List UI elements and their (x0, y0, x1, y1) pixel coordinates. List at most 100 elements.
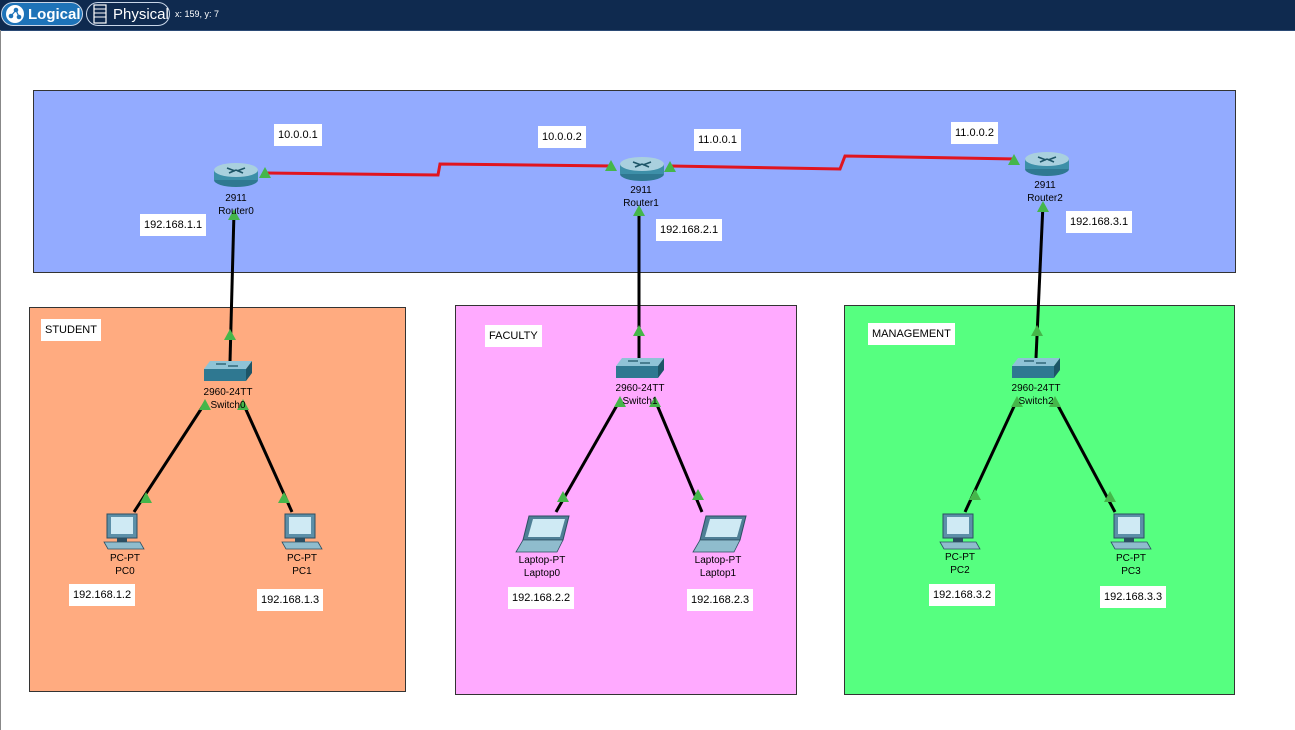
switch-icon (616, 358, 664, 378)
switch-icon (1012, 358, 1060, 378)
pc3-name: PC3 (1121, 566, 1141, 577)
link-up-triangle-icon (228, 209, 240, 220)
ip-note-router2-lan[interactable]: 192.168.3.1 (1066, 211, 1133, 233)
ip-note-pc2[interactable]: 192.168.3.2 (929, 584, 996, 606)
link-up-triangle-icon (633, 325, 645, 336)
router1-model: 2911 (630, 185, 652, 196)
link-up-triangle-icon (237, 399, 249, 410)
router2-name: Router2 (1027, 193, 1063, 204)
router-icon (214, 163, 258, 187)
ip-note-router0-wan[interactable]: 10.0.0.1 (274, 124, 322, 146)
link-up-triangle-icon (1104, 491, 1116, 502)
pc1[interactable] (281, 512, 323, 555)
switch1-model: 2960-24TT (615, 383, 665, 394)
switch0-model: 2960-24TT (203, 387, 253, 398)
ethernet-link-switch1-laptop0 (554, 399, 622, 513)
ip-note-router2-wan[interactable]: 11.0.0.2 (951, 122, 998, 144)
link-up-triangle-icon (224, 329, 236, 340)
ip-note-laptop0[interactable]: 192.168.2.2 (508, 587, 575, 609)
serial-link-router1-router2 (670, 154, 1017, 171)
link-up-triangle-icon (605, 160, 617, 171)
ip-note-router0-lan[interactable]: 192.168.1.1 (140, 214, 207, 236)
ip-note-router1-wan-right[interactable]: 11.0.0.1 (694, 129, 741, 151)
link-up-triangle-icon (664, 161, 676, 172)
link-up-triangle-icon (1011, 396, 1023, 407)
ethernet-link-switch2-pc3 (1053, 399, 1117, 513)
faculty-zone-label[interactable]: FACULTY (485, 325, 542, 347)
router1-name: Router1 (623, 198, 659, 209)
laptop-icon (515, 515, 570, 553)
pc1-model: PC-PT (287, 553, 317, 564)
ip-note-pc1[interactable]: 192.168.1.3 (257, 589, 324, 611)
switch1-name: Switch1 (622, 396, 658, 407)
router2[interactable] (1024, 149, 1070, 182)
link-up-triangle-icon (692, 489, 704, 500)
link-up-triangle-icon (259, 167, 271, 178)
logical-view-label: Logical (28, 5, 81, 23)
link-up-triangle-icon (1008, 154, 1020, 165)
pc2[interactable] (939, 512, 981, 555)
pc0-model: PC-PT (110, 553, 140, 564)
logical-view-button[interactable]: Logical (1, 2, 83, 26)
logical-topology-icon (5, 4, 25, 24)
logical-workspace[interactable] (0, 30, 1294, 730)
physical-rack-icon (90, 4, 110, 24)
switch2-name: Switch2 (1018, 396, 1054, 407)
management-zone-label[interactable]: MANAGEMENT (868, 323, 955, 345)
pc-icon (939, 513, 981, 550)
pc0[interactable] (103, 512, 145, 555)
student-zone-label[interactable]: STUDENT (41, 319, 101, 341)
switch2-model: 2960-24TT (1011, 383, 1061, 394)
link-up-triangle-icon (614, 396, 626, 407)
pc3[interactable] (1110, 512, 1152, 555)
router-icon (620, 157, 664, 181)
link-up-triangle-icon (1037, 201, 1049, 212)
router0-name: Router0 (218, 206, 254, 217)
ip-note-pc0[interactable]: 192.168.1.2 (69, 584, 136, 606)
pc2-name: PC2 (950, 565, 970, 576)
switch0[interactable] (202, 359, 254, 388)
pc0-name: PC0 (115, 566, 135, 577)
router0[interactable] (213, 160, 259, 193)
laptop-icon (692, 515, 747, 553)
pc3-model: PC-PT (1116, 553, 1146, 564)
switch1[interactable] (614, 356, 666, 385)
link-up-triangle-icon (199, 399, 211, 410)
laptop0[interactable] (515, 514, 571, 559)
ethernet-link-switch1-laptop1 (653, 399, 704, 513)
link-up-triangle-icon (1031, 325, 1043, 336)
router2-model: 2911 (1034, 180, 1056, 191)
router1[interactable] (619, 154, 665, 187)
workspace-toolbar: Logical Physical x: 159, y: 7 (0, 0, 1295, 31)
laptop1[interactable] (692, 514, 748, 559)
laptop1-name: Laptop1 (699, 568, 737, 579)
laptop0-model: Laptop-PT (518, 555, 566, 566)
link-up-triangle-icon (969, 489, 981, 500)
link-up-triangle-icon (557, 491, 569, 502)
ip-note-router1-lan[interactable]: 192.168.2.1 (656, 219, 723, 241)
link-up-triangle-icon (140, 492, 152, 503)
switch0-name: Switch0 (210, 400, 246, 411)
switch2[interactable] (1010, 356, 1062, 385)
pc2-model: PC-PT (945, 552, 975, 563)
pc-icon (1110, 513, 1152, 550)
pc-icon (103, 513, 145, 550)
ip-note-router1-wan-left[interactable]: 10.0.0.2 (538, 126, 586, 148)
laptop0-name: Laptop0 (523, 568, 561, 579)
serial-link-router0-router1 (265, 162, 613, 177)
link-up-triangle-icon (633, 205, 645, 216)
physical-view-button[interactable]: Physical (86, 2, 170, 26)
ip-note-pc3[interactable]: 192.168.3.3 (1100, 586, 1167, 608)
laptop1-model: Laptop-PT (694, 555, 742, 566)
router-icon (1025, 152, 1069, 176)
cursor-coordinates: x: 159, y: 7 (175, 9, 220, 19)
switch-icon (204, 361, 252, 381)
router0-model: 2911 (225, 193, 247, 204)
link-up-triangle-icon (278, 492, 290, 503)
pc-icon (281, 513, 323, 550)
link-up-triangle-icon (1049, 396, 1061, 407)
physical-view-label: Physical (113, 5, 169, 23)
pc1-name: PC1 (292, 566, 312, 577)
ip-note-laptop1[interactable]: 192.168.2.3 (687, 589, 754, 611)
